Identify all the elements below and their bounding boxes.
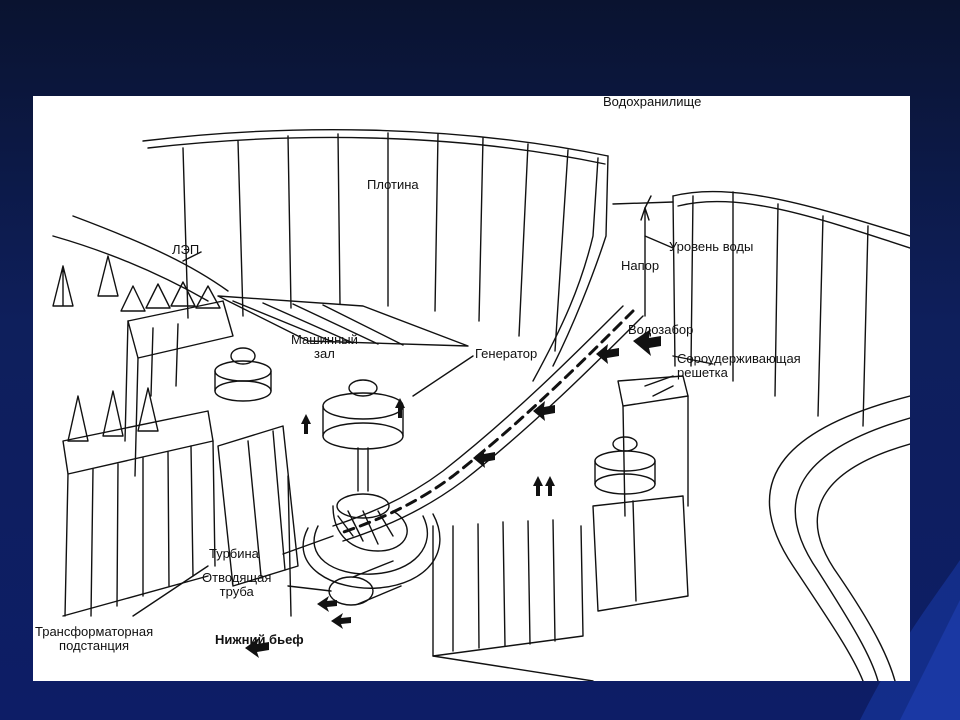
label-intake: Водозабор bbox=[628, 322, 694, 337]
hydro-plant-diagram: Водохранилище Плотина ЛЭП Напор Уровень … bbox=[33, 96, 910, 681]
label-substation-line2: подстанция bbox=[59, 638, 130, 653]
label-dam: Плотина bbox=[367, 177, 419, 192]
label-draft-tube: Отводящая труба bbox=[202, 571, 271, 599]
label-reservoir: Водохранилище bbox=[603, 96, 702, 109]
label-substation: Трансформаторная подстанция bbox=[35, 625, 153, 653]
label-draft-tube-line2: труба bbox=[219, 584, 254, 599]
label-machine-hall-line2: зал bbox=[314, 346, 335, 361]
label-generator: Генератор bbox=[475, 346, 538, 361]
label-head: Напор bbox=[621, 258, 660, 273]
label-draft-tube-line1: Отводящая bbox=[202, 570, 272, 585]
label-trash-rack-line2: решетка bbox=[677, 365, 728, 380]
label-turbine: Турбина bbox=[209, 546, 259, 561]
label-machine-hall-line1: Машинный bbox=[291, 332, 358, 347]
label-tailwater: Нижний бьеф bbox=[215, 632, 304, 647]
label-trash-rack-line1: Сороудерживающая bbox=[677, 351, 801, 366]
label-power-line: ЛЭП bbox=[172, 242, 200, 257]
label-substation-line1: Трансформаторная bbox=[35, 624, 154, 639]
label-machine-hall: Машинный зал bbox=[291, 333, 358, 361]
hydro-plant-illustration bbox=[52, 128, 910, 681]
label-trash-rack: Сороудерживающая решетка bbox=[677, 352, 801, 380]
label-water-level: Уровень воды bbox=[669, 239, 754, 254]
